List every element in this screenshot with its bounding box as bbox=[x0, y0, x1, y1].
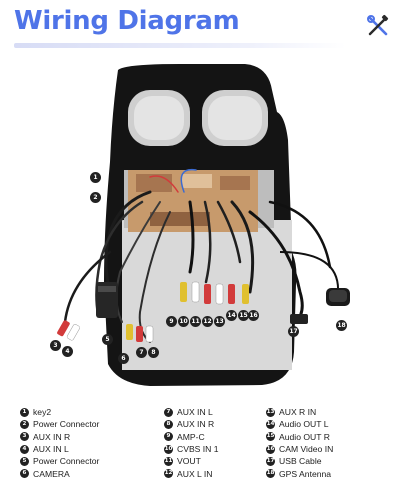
title-underline bbox=[14, 43, 346, 48]
callout-4: 4 bbox=[62, 346, 73, 357]
callout-9: 9 bbox=[166, 316, 177, 327]
callout-12: 12 bbox=[202, 316, 213, 327]
callout-8: 8 bbox=[148, 347, 159, 358]
callout-1: 1 bbox=[90, 172, 101, 183]
callout-11: 11 bbox=[190, 316, 201, 327]
callout-3: 3 bbox=[50, 340, 61, 351]
callout-16: 16 bbox=[248, 310, 259, 321]
gps-antenna-cable bbox=[279, 251, 340, 293]
callout-14: 14 bbox=[226, 310, 237, 321]
callout-13: 13 bbox=[214, 316, 225, 327]
callout-7: 7 bbox=[136, 347, 147, 358]
wiring-diagram-illustration bbox=[57, 64, 350, 386]
rca-connectors bbox=[57, 281, 249, 343]
callout-2: 2 bbox=[90, 192, 101, 203]
page-title: Wiring Diagram bbox=[14, 6, 240, 36]
tools-icon bbox=[367, 14, 389, 36]
header: Wiring Diagram bbox=[0, 0, 407, 52]
callout-5: 5 bbox=[102, 334, 113, 345]
callout-18: 18 bbox=[336, 320, 347, 331]
callout-10: 10 bbox=[178, 316, 189, 327]
callout-15: 15 bbox=[238, 310, 249, 321]
usb-connector bbox=[290, 314, 308, 324]
callout-6: 6 bbox=[118, 353, 129, 364]
callout-17: 17 bbox=[288, 326, 299, 337]
